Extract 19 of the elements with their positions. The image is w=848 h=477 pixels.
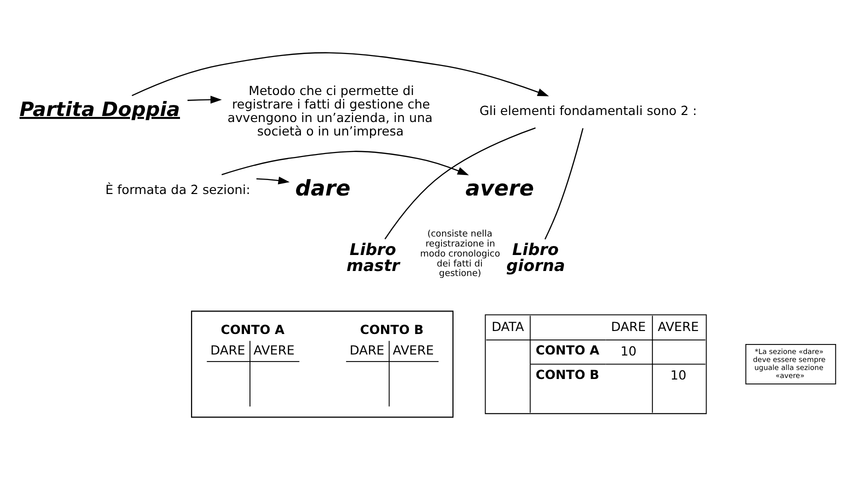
node-text: Libro mastr (346, 240, 400, 276)
node-text: Libro giorna (506, 240, 565, 276)
arrow (132, 52, 549, 96)
node-text: Gli elementi fondamentali sono 2 : (479, 103, 697, 118)
cluster (191, 310, 454, 418)
node-text: dare (295, 176, 351, 202)
arrow (256, 176, 290, 184)
connector (384, 127, 536, 240)
connector (544, 128, 584, 240)
node-box: *La sezione «dare» deve essere sempre uguale alla sezione «avere» (745, 344, 836, 384)
node-text: Partita Doppia (20, 98, 180, 121)
node-text: CONTO B DARE AVERE (350, 322, 434, 358)
arrow (222, 150, 469, 176)
arrow (188, 96, 222, 104)
node-text: avere (466, 176, 534, 202)
node-label: (consiste nella registrazione in modo cronologico dei fatti di gestione) (420, 230, 500, 280)
node-text: CONTO A DARE AVERE (210, 322, 295, 358)
node-text: Metodo che ci permette di registrare i fatti di gestione che avvengono in un’azienda, in una società o in un’impresa (228, 82, 433, 138)
node-text: È formata da 2 sezioni: (105, 182, 250, 198)
